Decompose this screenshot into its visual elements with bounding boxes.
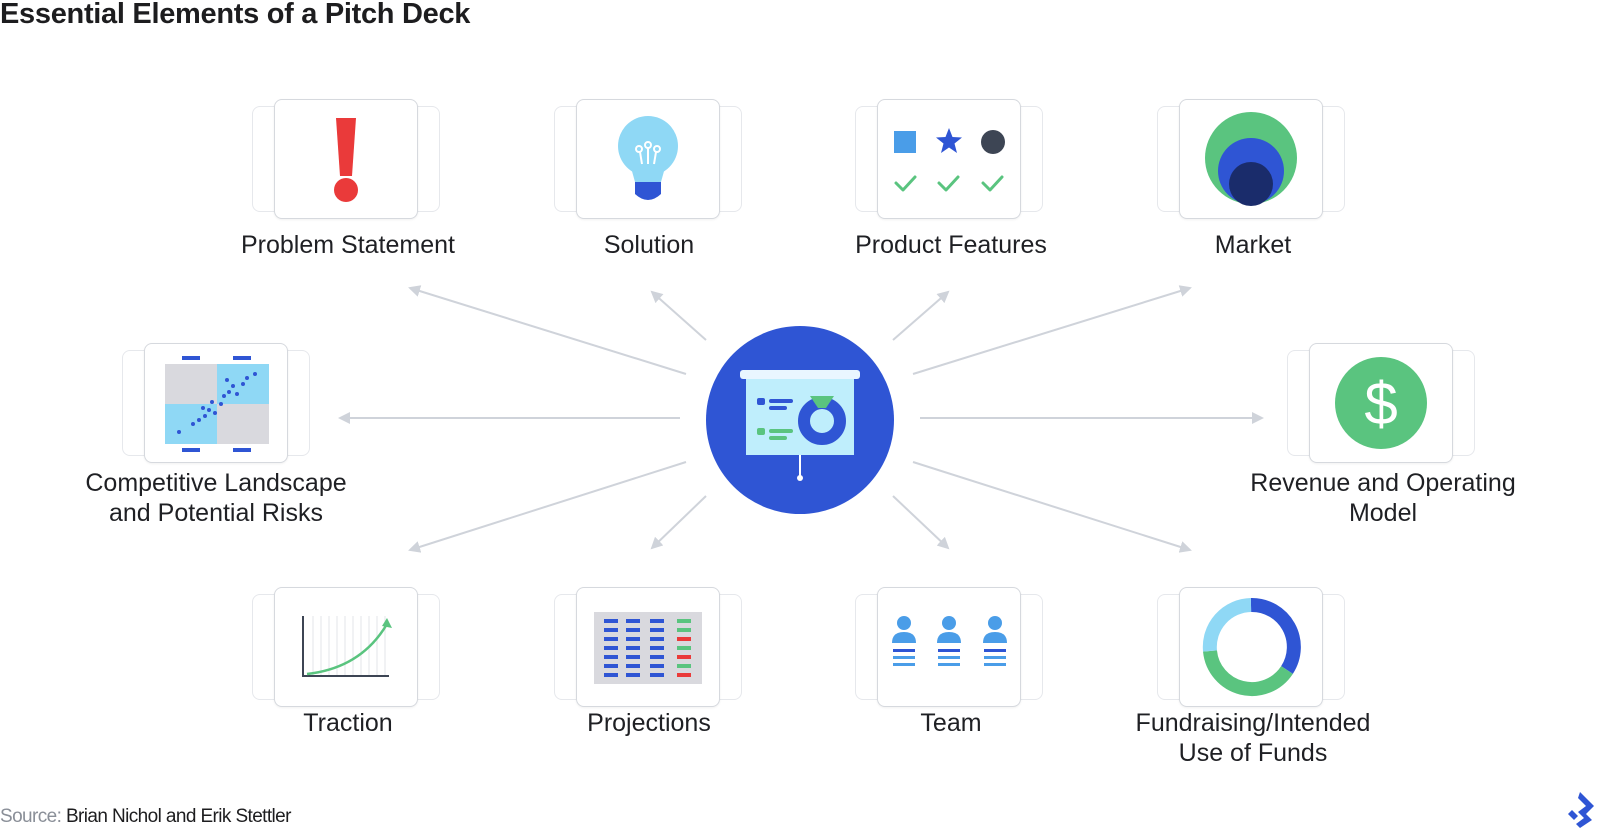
label-competitive-landscape: Competitive Landscape and Potential Risk… — [36, 468, 396, 528]
arrow-market — [912, 285, 1192, 375]
label-solution: Solution — [603, 231, 695, 259]
arrow-fundraising — [912, 461, 1192, 553]
center-hub — [706, 326, 894, 514]
source-credit: Source: Brian Nichol and Erik Stettler — [0, 806, 291, 828]
element-card-market — [1157, 99, 1345, 219]
element-card-projections — [554, 587, 742, 707]
lightbulb-icon — [618, 116, 678, 200]
label-market: Market — [1214, 231, 1292, 259]
label-competitive-landscape-line1: Competitive Landscape — [85, 469, 347, 497]
label-revenue-model: Revenue and Operating Model — [1203, 468, 1563, 528]
label-revenue-model-line2: Model — [1348, 499, 1418, 527]
page-title: Essential Elements of a Pitch Deck — [0, 0, 471, 30]
label-competitive-landscape-line2: and Potential Risks — [108, 499, 323, 527]
label-revenue-model-line1: Revenue and Operating — [1250, 469, 1516, 497]
arrow-projections — [650, 495, 707, 550]
label-product-features: Product Features — [855, 231, 1047, 259]
element-card-traction — [252, 587, 440, 707]
label-problem-statement: Problem Statement — [241, 231, 455, 259]
exclamation-icon — [334, 118, 358, 202]
label-fundraising: Fundraising/Intended Use of Funds — [1073, 708, 1433, 768]
team-icon — [892, 616, 1007, 666]
presentation-board-icon — [740, 370, 860, 481]
label-traction: Traction — [303, 709, 393, 737]
element-card-fundraising — [1157, 587, 1345, 707]
element-card-solution — [554, 99, 742, 219]
arrow-problem — [408, 285, 687, 375]
feature-checklist-icon — [894, 128, 1005, 192]
element-card-team — [855, 587, 1043, 707]
arrow-solution — [650, 290, 707, 341]
label-team: Team — [920, 709, 982, 737]
label-fundraising-line1: Fundraising/Intended — [1135, 709, 1371, 737]
arrow-team — [892, 495, 950, 550]
element-card-competitive-landscape — [122, 343, 310, 463]
element-card-revenue-model: $ — [1287, 343, 1475, 463]
dollar-icon: $ — [1335, 357, 1427, 449]
arrow-traction — [408, 461, 687, 553]
brand-logo-icon — [1568, 792, 1594, 828]
svg-text:$: $ — [1364, 370, 1397, 437]
arrow-features — [892, 290, 950, 341]
market-circles-icon — [1205, 112, 1297, 206]
source-prefix: Source: — [0, 806, 62, 827]
source-names: Brian Nichol and Erik Stettler — [65, 806, 291, 827]
label-fundraising-line2: Use of Funds — [1178, 739, 1328, 767]
donut-chart-icon — [1202, 597, 1301, 697]
element-card-product-features — [855, 99, 1043, 219]
growth-curve-icon — [302, 616, 392, 677]
scatter-quadrant-icon — [165, 356, 269, 452]
element-card-problem — [252, 99, 440, 219]
label-projections: Projections — [587, 709, 711, 737]
spreadsheet-icon — [594, 612, 702, 684]
